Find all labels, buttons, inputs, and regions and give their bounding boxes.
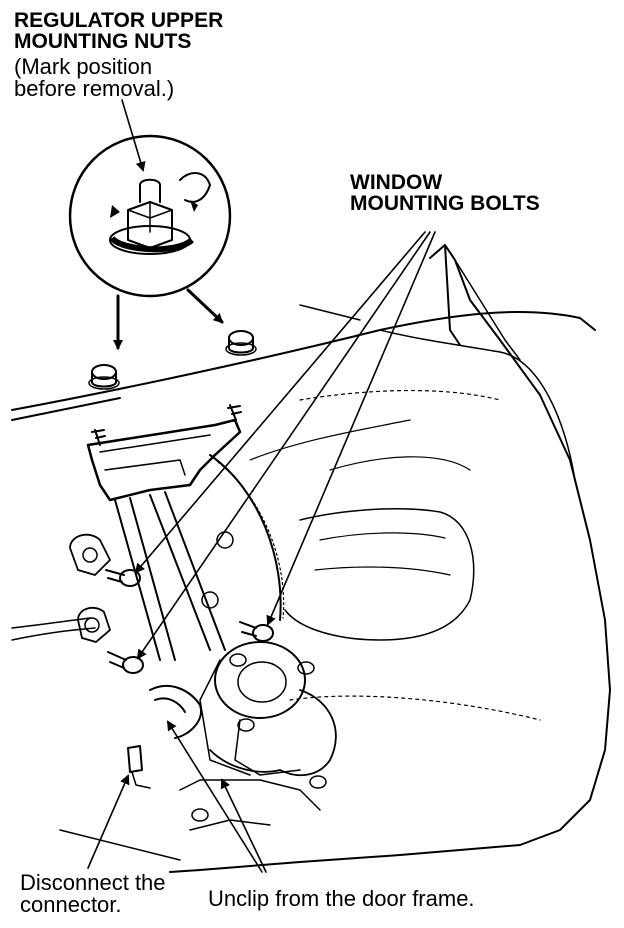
regulator-callout-line1: REGULATOR UPPER [14, 9, 224, 32]
regulator-callout-line2: MOUNTING NUTS [14, 30, 192, 53]
regulator-callout-line4: before removal.) [14, 76, 175, 101]
regulator-callout-line3: (Mark position [14, 54, 153, 79]
connector-line1: Disconnect the [20, 870, 166, 895]
connector-line2: connector. [20, 892, 122, 917]
window-regulator [69, 418, 337, 831]
connector-callout: Disconnect the connector. [20, 872, 166, 916]
nut-detail-circle [68, 134, 232, 298]
window-bolts-line2: MOUNTING BOLTS [350, 192, 540, 215]
leader-lines [87, 99, 436, 873]
regulator-studs [91, 404, 242, 446]
unclip-callout: Unclip from the door frame. [208, 888, 475, 910]
door-panel [11, 244, 611, 873]
regulator-nuts-callout: REGULATOR UPPER MOUNTING NUTS [14, 10, 223, 52]
window-bolts-callout: WINDOW MOUNTING BOLTS [350, 172, 540, 214]
upper-nuts [88, 330, 257, 390]
regulator-note: (Mark position before removal.) [14, 56, 174, 100]
window-bolts-line1: WINDOW [350, 171, 443, 194]
unclip-line1: Unclip from the door frame. [208, 886, 475, 911]
window-mounting-bolts [105, 569, 327, 822]
connector [127, 745, 151, 789]
